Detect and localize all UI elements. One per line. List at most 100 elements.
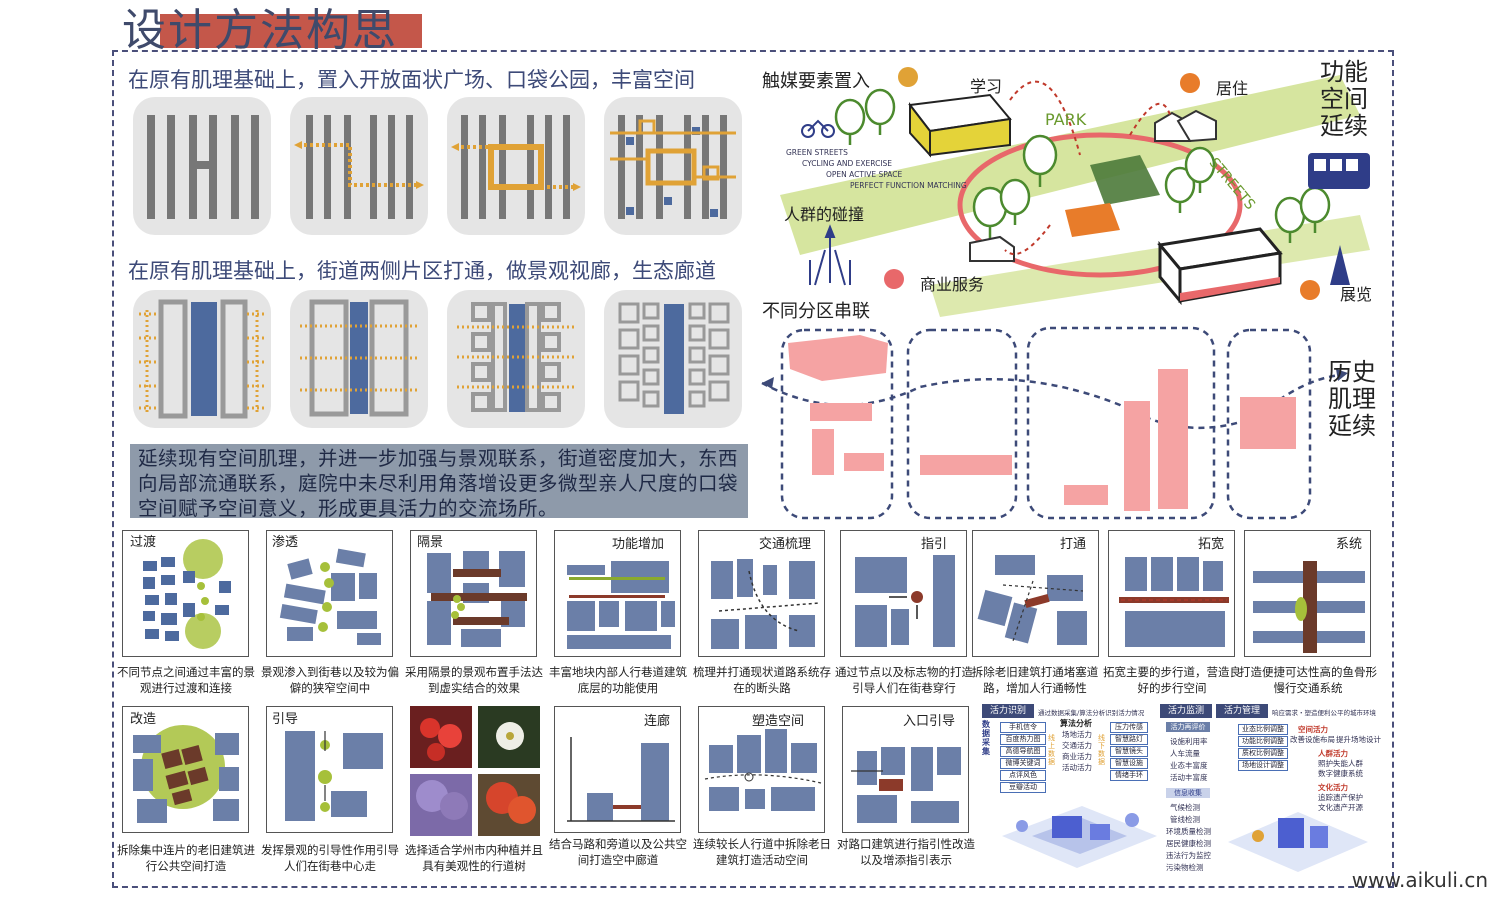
- history-extension-label: 历史 肌理 延续: [1328, 358, 1376, 440]
- card-corridor: [554, 706, 681, 833]
- iot-platform-illustration: [1002, 806, 1157, 868]
- tab3-note: 响应需求・塑造便利公平的城市环境: [1272, 709, 1376, 717]
- card-title-corridor: 连廊: [644, 714, 671, 729]
- exhibit-building: [1157, 227, 1283, 306]
- card-caption-system: 打造便捷可达性高的鱼骨形慢行交通系统: [1239, 665, 1377, 695]
- data-collect-label: 数据采集: [982, 720, 990, 756]
- residence-building: [1154, 109, 1217, 143]
- history-texture-diagram: 历史 肌理 延续: [760, 325, 1390, 525]
- corridor-tile-2: [290, 290, 428, 428]
- card-title-screen: 隔景: [417, 535, 444, 550]
- online-data-label: 线上数据: [1048, 734, 1055, 766]
- function-extension-label: 功能 空间 延续: [1320, 58, 1368, 140]
- tab-vitality-monitor: 活力监测: [1160, 704, 1212, 718]
- live-label: 居住: [1216, 79, 1249, 98]
- texture-tile-1: [133, 97, 271, 235]
- card-title-entrance-guide: 入口引导: [903, 714, 956, 729]
- card-lead: [266, 706, 393, 833]
- zones-label: 不同分区串联: [762, 301, 870, 322]
- tag-open-space: OPEN ACTIVE SPACE: [826, 170, 903, 179]
- original-grid-diagram: [147, 115, 259, 219]
- eco-corridor-diagram-1: [139, 299, 267, 419]
- card-title-connect: 打通: [1060, 537, 1087, 552]
- card-caption-widen: 拓宽主要的步行道，营造良好的步行空间: [1103, 665, 1241, 695]
- study-label: 学习: [970, 77, 1003, 96]
- tree-group: [834, 88, 1331, 234]
- title-underline: [160, 14, 422, 48]
- card-title-lead: 引导: [272, 712, 299, 727]
- card-traffic: [698, 530, 825, 657]
- card-caption-renovate: 拆除集中连片的老旧建筑进行公共空间打造: [117, 843, 255, 873]
- card-title-widen: 拓宽: [1198, 537, 1225, 552]
- card-guide: [840, 530, 967, 657]
- commerce-building: [969, 235, 1015, 262]
- people-vitality-label: 人群活力: [1318, 749, 1348, 758]
- corridor-tile-1: [133, 290, 271, 428]
- card-title-renovate: 改造: [130, 712, 157, 727]
- card-caption-transition: 不同节点之间通过丰富的景观进行过渡和连接: [117, 665, 255, 695]
- card-title-permeate: 渗透: [272, 535, 299, 550]
- row1-heading: 在原有肌理基础上，置入开放面状广场、口袋公园，丰富空间: [128, 68, 695, 92]
- pedestrian-icon: [1330, 245, 1350, 285]
- crowd-label: 人群的碰撞: [784, 205, 865, 224]
- info-head: 信息收集: [1166, 788, 1210, 798]
- study-building: [908, 93, 1012, 158]
- card-connect: [972, 530, 1099, 657]
- exhibit-icon: [1300, 280, 1320, 300]
- tag-green-streets: GREEN STREETS: [786, 148, 848, 157]
- card-title-transition: 过渡: [130, 535, 157, 550]
- card-entrance-guide: [842, 706, 969, 833]
- card-caption-screen: 采用隔景的景观布置手法达到虚实结合的效果: [405, 665, 543, 695]
- tab-vitality-manage: 活力管理: [1216, 704, 1268, 718]
- texture-tile-2: [290, 97, 428, 235]
- zone-3: [1026, 326, 1216, 520]
- row2-heading: 在原有肌理基础上，街道两侧片区打通，做景观视廊，生态廊道: [128, 259, 716, 283]
- tag-cycling: CYCLING AND EXERCISE: [802, 159, 893, 168]
- commerce-label: 商业服务: [920, 275, 985, 294]
- card-title-guide: 指引: [921, 537, 948, 552]
- offline-data-label: 线下数据: [1098, 734, 1105, 766]
- residence-icon: [1180, 73, 1200, 93]
- texture-tile-3: [447, 97, 585, 235]
- card-caption-traffic: 梳理并打通现状道路系统存在的断头路: [693, 665, 831, 695]
- tab1-note: 通过数据采集/算法分析识别活力情况: [1038, 709, 1145, 717]
- page-title: 设计方法构思: [122, 5, 398, 56]
- park-lawn: [1090, 155, 1160, 205]
- eco-corridor-diagram-4: [618, 302, 730, 414]
- catalyst-label: 触媒要素置入: [762, 71, 870, 92]
- card-title-system: 系统: [1336, 537, 1363, 552]
- card-title-shape-space: 塑造空间: [752, 714, 805, 729]
- tag-function: PERFECT FUNCTION MATCHING: [850, 181, 967, 190]
- crowd-arrows: [809, 224, 851, 286]
- plaza-patch: [1065, 203, 1120, 237]
- card-widen: [1108, 530, 1235, 657]
- card-caption-street-trees: 选择适合学州市内种植并且具有美观性的行道树: [405, 843, 543, 873]
- vitality-system-diagram: 活力识别 通过数据采集/算法分析识别活力情况 活力监测 活力管理 响应需求・塑造…: [982, 704, 1382, 876]
- card-system: [1244, 530, 1371, 657]
- card-function-add: [554, 530, 681, 657]
- open-street-diagram: [294, 115, 424, 219]
- monitor-head: 活力再评价: [1166, 722, 1210, 732]
- algo-label: 算法分析: [1060, 719, 1092, 728]
- content-frame: [112, 50, 1394, 888]
- card-shape-space: [698, 706, 825, 833]
- zone-1: [780, 328, 894, 520]
- culture-vitality-label: 文化活力: [1318, 783, 1348, 792]
- eco-corridor-diagram-2: [300, 299, 418, 417]
- card-renovate: [122, 706, 249, 833]
- card-caption-shape-space: 连续较长人行道中拆除老日建筑打造活动空间: [693, 837, 831, 867]
- watermark: www.aikuli.cn: [1351, 868, 1488, 892]
- plaza-insert-diagram: [451, 115, 581, 219]
- corridor-tile-3: [447, 290, 585, 428]
- card-caption-corridor: 结合马路和旁道以及公共空间打造空中廊道: [549, 837, 687, 867]
- cyclist-icon: [801, 119, 835, 138]
- park-label: PARK: [1045, 110, 1087, 129]
- card-caption-permeate: 景观渗入到街巷以及较为偏僻的狭窄空间中: [261, 665, 399, 695]
- activity-ring: [957, 132, 1243, 278]
- tab-vitality-identify: 活力识别: [982, 704, 1034, 718]
- city-platform-illustration: [1228, 812, 1368, 872]
- card-caption-entrance-guide: 对路口建筑进行指引性改造以及增添指引表示: [837, 837, 975, 867]
- street-tree-photos: [410, 706, 540, 836]
- pocket-park-diagram: [610, 115, 736, 219]
- zone-4: [1226, 328, 1312, 520]
